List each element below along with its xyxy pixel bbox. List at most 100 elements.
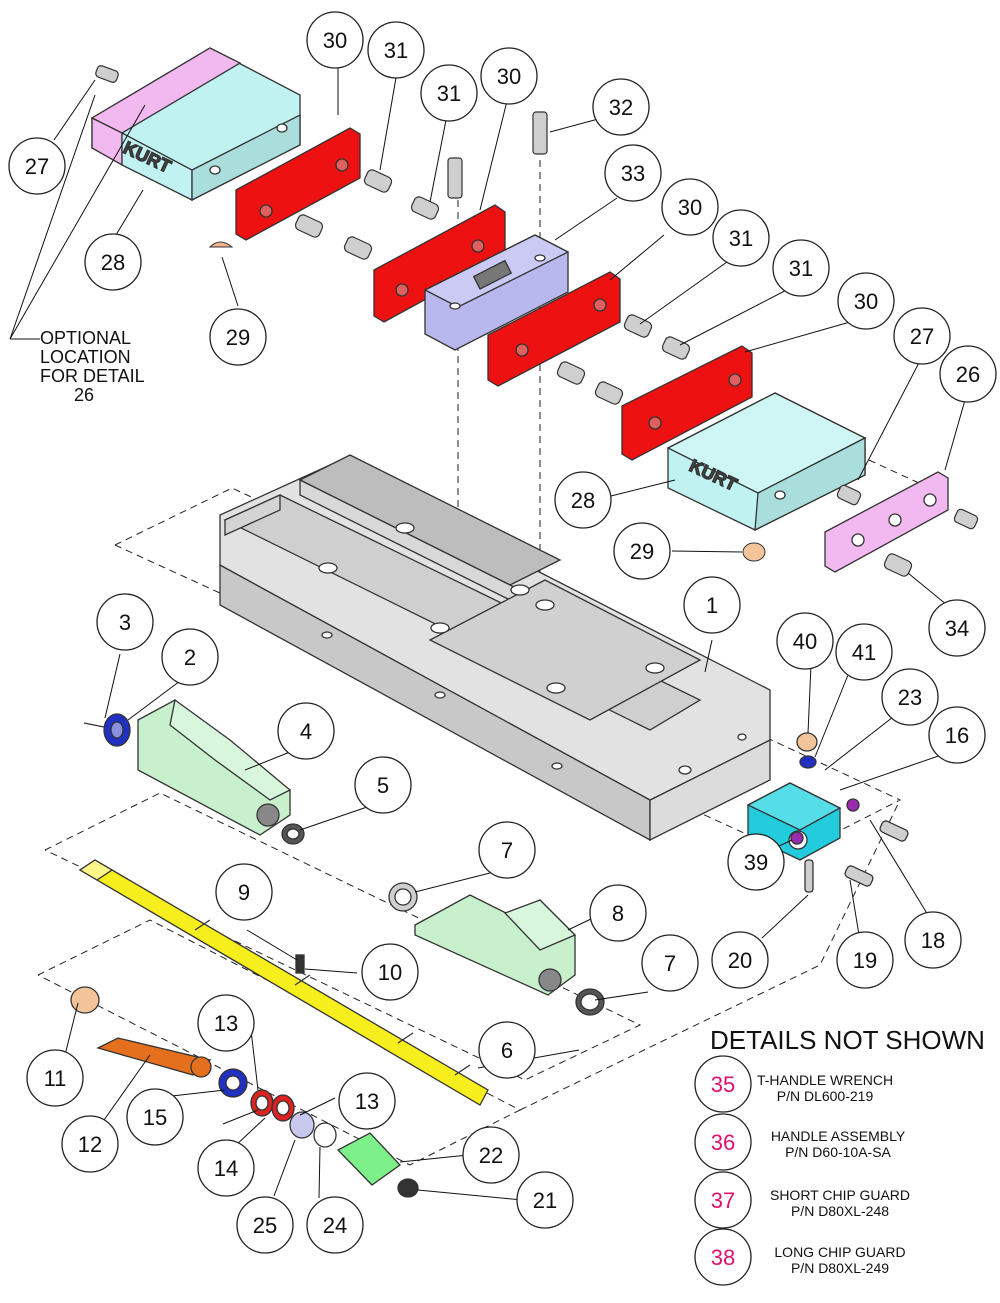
- callout-circle: [604, 144, 662, 202]
- callout-number: 31: [384, 38, 408, 63]
- callout-41: 41: [835, 623, 893, 681]
- callout-circle: [904, 911, 962, 969]
- detail-number: 38: [711, 1245, 735, 1270]
- thrust-parts: [70, 986, 419, 1198]
- callout-circle: [589, 884, 647, 942]
- optional-location-note: OPTIONAL LOCATION FOR DETAIL 26: [40, 328, 145, 405]
- callout-20: 20: [711, 931, 769, 989]
- callout-circle: [126, 1088, 184, 1146]
- callout-circle: [197, 1139, 255, 1197]
- callout-circle: [277, 702, 335, 760]
- callout-circle: [835, 623, 893, 681]
- callout-circle: [776, 612, 834, 670]
- detail-item: 38 LONG CHIP GUARD P/N D80XL-249: [694, 1228, 906, 1286]
- callout-9: 9: [215, 863, 273, 921]
- callout-15: 15: [126, 1088, 184, 1146]
- callout-number: 10: [378, 960, 402, 985]
- callout-circle: [478, 1021, 536, 1079]
- callout-28: 28: [554, 471, 612, 529]
- nut-4: [137, 698, 292, 836]
- callout-circle: [209, 308, 267, 366]
- callout-number: 8: [612, 901, 624, 926]
- callout-29: 29: [613, 522, 671, 580]
- callout-number: 1: [706, 593, 718, 618]
- callout-number: 31: [789, 256, 813, 281]
- callout-circle: [592, 78, 650, 136]
- socket-screw-27-left: [95, 65, 119, 83]
- callout-21: 21: [516, 1171, 574, 1229]
- callout-30: 30: [480, 47, 538, 105]
- note-line-3: FOR DETAIL: [40, 366, 145, 386]
- callout-circle: [712, 209, 770, 267]
- callout-31: 31: [772, 239, 830, 297]
- callout-number: 27: [25, 154, 49, 179]
- callout-number: 4: [300, 719, 312, 744]
- callout-30: 30: [661, 178, 719, 236]
- callout-circle: [893, 307, 951, 365]
- callout-number: 2: [184, 645, 196, 670]
- jaw-block-right: KURT: [666, 392, 867, 532]
- callout-circle: [8, 137, 66, 195]
- note-line-1: OPTIONAL: [40, 328, 131, 348]
- callout-27: 27: [893, 307, 951, 365]
- callout-number: 16: [945, 723, 969, 748]
- callout-number: 3: [119, 610, 131, 635]
- washers: [83, 713, 605, 1016]
- callout-2: 2: [161, 628, 219, 686]
- callout-circle: [683, 576, 741, 634]
- callout-circle: [480, 47, 538, 105]
- detail-part-number: P/N D60-10A-SA: [785, 1144, 891, 1160]
- callout-circle: [727, 833, 785, 891]
- callout-29: 29: [209, 308, 267, 366]
- callout-number: 30: [678, 195, 702, 220]
- callout-number: 7: [501, 838, 513, 863]
- callout-number: 30: [497, 64, 521, 89]
- callout-34: 34: [928, 599, 986, 657]
- callout-number: 31: [729, 226, 753, 251]
- callout-8: 8: [589, 884, 647, 942]
- callout-25: 25: [236, 1196, 294, 1254]
- callout-circle: [613, 522, 671, 580]
- detail-item: 36 HANDLE ASSEMBLY P/N D60-10A-SA: [694, 1113, 906, 1171]
- cap-screws: [294, 111, 979, 577]
- detail-name: T-HANDLE WRENCH: [757, 1072, 893, 1088]
- callout-circle: [367, 21, 425, 79]
- lead-screw-6: [78, 859, 489, 1106]
- callout-circle: [61, 1115, 119, 1173]
- callout-circle: [84, 233, 142, 291]
- detail-part-number: P/N DL600-219: [777, 1088, 874, 1104]
- callout-number: 25: [253, 1213, 277, 1238]
- callout-number: 28: [571, 488, 595, 513]
- callout-circle: [772, 239, 830, 297]
- callout-circle: [711, 931, 769, 989]
- callout-circle: [215, 863, 273, 921]
- callout-number: 5: [377, 773, 389, 798]
- callout-39: 39: [727, 833, 785, 891]
- pads-29: [208, 241, 766, 562]
- callout-19: 19: [836, 931, 894, 989]
- note-line-2: LOCATION: [40, 347, 131, 367]
- callout-28: 28: [84, 233, 142, 291]
- callout-26: 26: [939, 345, 997, 403]
- callout-circle: [161, 628, 219, 686]
- callout-13: 13: [197, 994, 255, 1052]
- detail-item: 37 SHORT CHIP GUARD P/N D80XL-248: [694, 1171, 910, 1229]
- detail-part-number: P/N D80XL-249: [791, 1260, 889, 1276]
- callout-24: 24: [306, 1196, 364, 1254]
- callout-number: 26: [956, 362, 980, 387]
- callout-circle: [641, 934, 699, 992]
- callout-number: 7: [664, 951, 676, 976]
- callout-number: 40: [793, 629, 817, 654]
- callout-circle: [96, 593, 154, 651]
- note-line-4: 26: [74, 385, 94, 405]
- callout-5: 5: [354, 756, 412, 814]
- callout-circle: [354, 756, 412, 814]
- callout-number: 31: [437, 81, 461, 106]
- callout-number: 6: [501, 1038, 513, 1063]
- callout-31: 31: [420, 64, 478, 122]
- callout-circle: [306, 11, 364, 69]
- callout-13: 13: [338, 1072, 396, 1130]
- callout-number: 41: [852, 640, 876, 665]
- callout-14: 14: [197, 1139, 255, 1197]
- callout-number: 11: [44, 1066, 67, 1091]
